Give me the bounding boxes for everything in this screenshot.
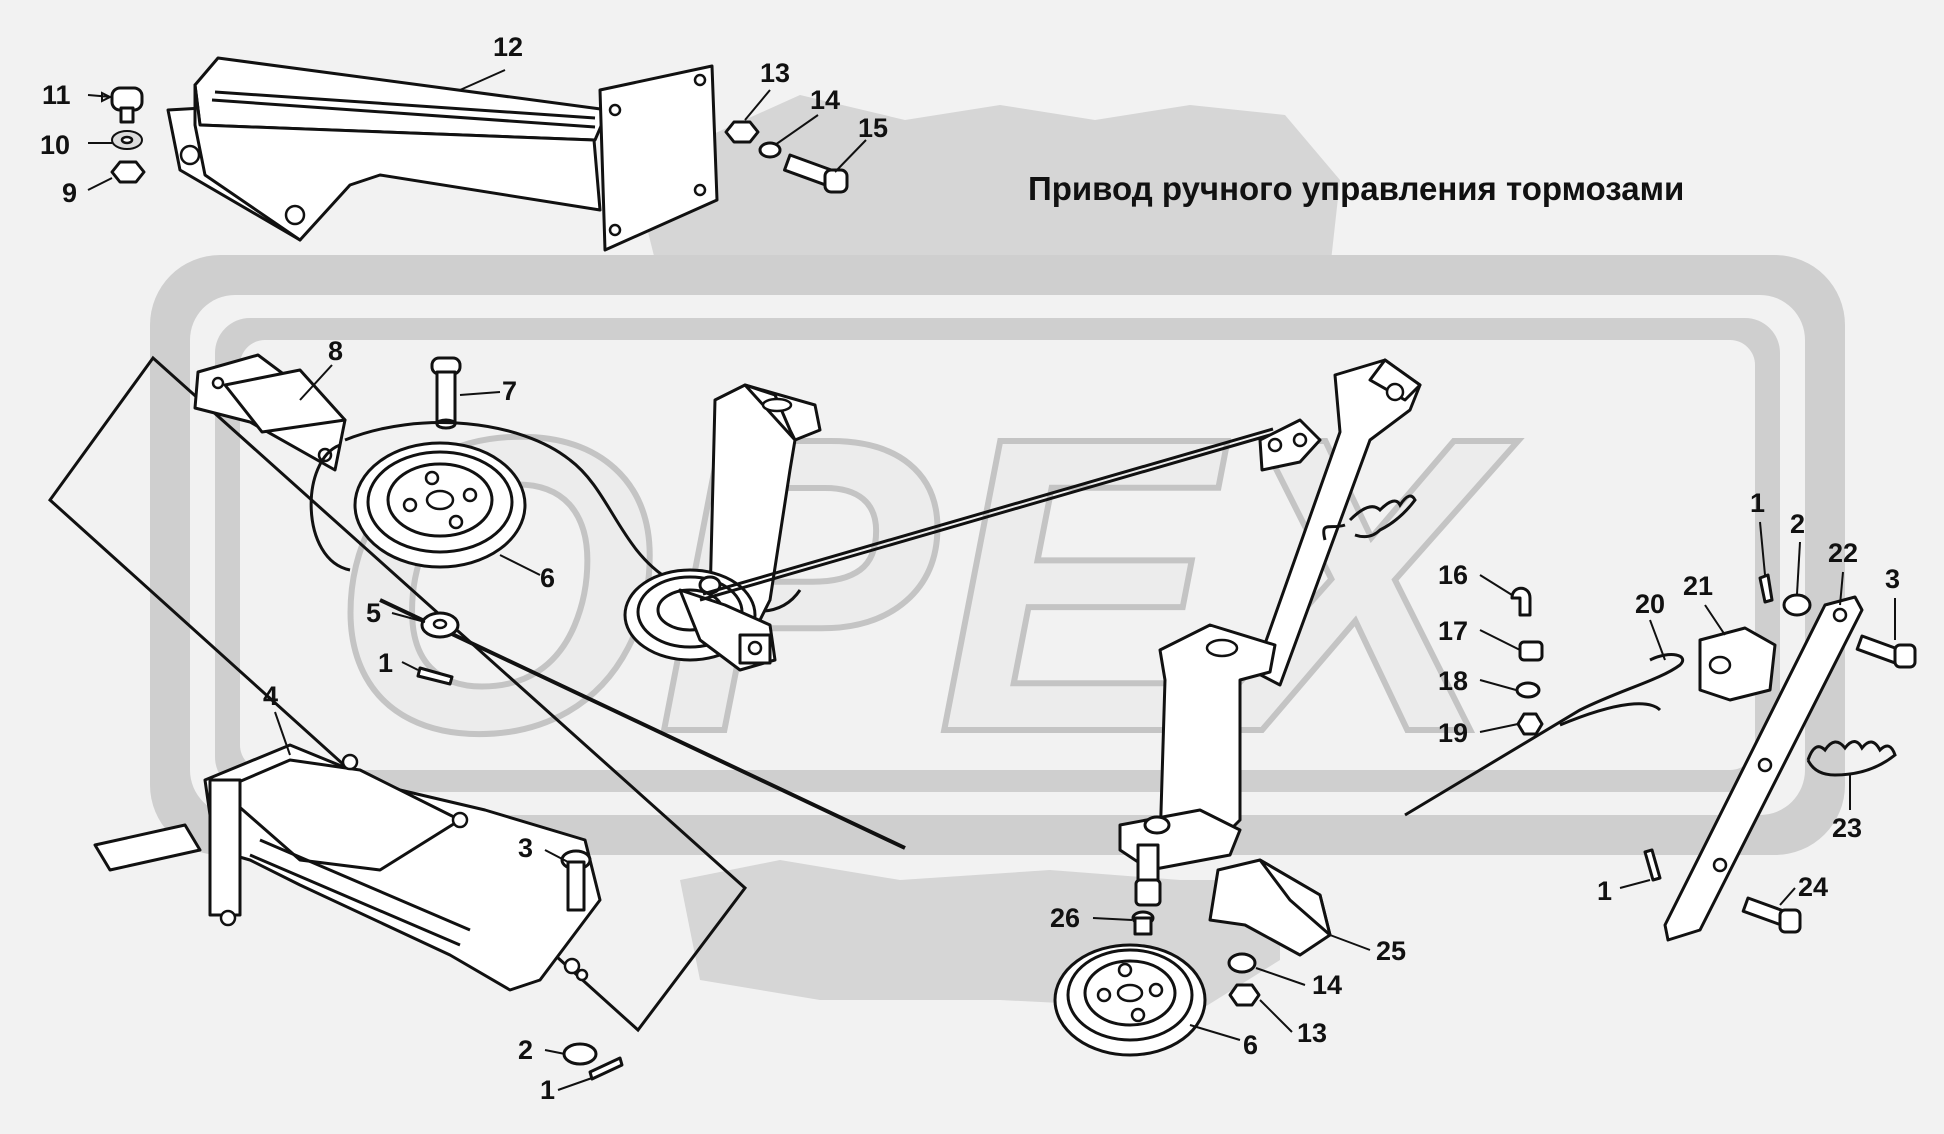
part-1-cotter-pin-lower (588, 1056, 624, 1081)
leader-lines (87, 69, 1896, 1091)
callout-c16: 16 (1438, 560, 1469, 590)
part-22-lever (1663, 595, 1864, 942)
watermark-frame-core (240, 340, 1755, 770)
callout-c11: 11 (42, 80, 71, 110)
callout-c18: 18 (1438, 666, 1469, 696)
part-21-block (1698, 626, 1777, 702)
parts-16-19-cable-clamp (1510, 586, 1544, 736)
part-3-bolt-lower (560, 849, 592, 912)
callout-c10: 10 (40, 130, 71, 160)
callout-c5: 5 (366, 598, 382, 628)
callout-c14a: 14 (810, 85, 841, 115)
callout-c17: 17 (1438, 616, 1469, 646)
callout-c19: 19 (1438, 718, 1469, 748)
callout-c14b: 14 (1312, 970, 1343, 1000)
part-12-bracket (166, 56, 719, 252)
callout-c3b: 3 (1885, 564, 1901, 594)
hand-brake-lever (1253, 358, 1422, 687)
callout-c13b: 13 (1297, 1018, 1328, 1048)
callout-c20: 20 (1635, 589, 1666, 619)
part-24-bolt (1741, 896, 1802, 934)
part-6-pulley-lower (1053, 943, 1207, 1057)
central-bracket (623, 383, 822, 672)
callout-c15: 15 (858, 113, 889, 143)
part-7-pin (430, 356, 462, 430)
part-1-cotter-pin (416, 666, 454, 686)
callout-c2a: 2 (518, 1035, 534, 1065)
parts-9-10-11-fasteners (110, 86, 146, 184)
part-23-spring (1806, 740, 1897, 777)
callout-c3a: 3 (518, 833, 534, 863)
part-1-cotter-pin-bottom-right (1643, 848, 1662, 882)
mounting-plate-outline (47, 355, 748, 1033)
callout-c1a: 1 (378, 648, 394, 678)
callout-c21: 21 (1683, 571, 1714, 601)
brake-cable-diagonal (379, 598, 906, 850)
callout-c2b: 2 (1790, 509, 1806, 539)
callout-c4: 4 (263, 681, 279, 711)
watermark-graphic: OPEX (150, 95, 1845, 1010)
part-14-washer-lower (1227, 952, 1257, 974)
callout-c26: 26 (1050, 903, 1081, 933)
callout-c1c: 1 (1750, 488, 1766, 518)
part-13-nut-lower (1228, 983, 1261, 1007)
callout-c6a: 6 (540, 563, 556, 593)
callout-c6b: 6 (1243, 1030, 1259, 1060)
callout-c23: 23 (1832, 813, 1863, 843)
part-1-cotter-pin-right (1758, 573, 1774, 604)
callout-c1d: 1 (1597, 876, 1613, 906)
part-20-cable-loop (1404, 653, 1684, 817)
part-6-pulley-upper (309, 441, 527, 572)
callout-c1b: 1 (540, 1075, 556, 1105)
part-2-washer-right (1782, 593, 1812, 617)
callout-c9: 9 (62, 178, 78, 208)
callout-c12: 12 (493, 32, 524, 62)
part-3-bolt-right (1855, 634, 1917, 669)
callout-c13a: 13 (760, 58, 791, 88)
callout-c24: 24 (1798, 872, 1829, 902)
part-26-grease-fitting (1131, 910, 1155, 936)
lever-mounting-bracket (1118, 623, 1277, 907)
callout-c8: 8 (328, 336, 344, 366)
callout-c7: 7 (502, 376, 518, 406)
part-2-washer-lower (562, 1042, 598, 1066)
diagram-title: Привод ручного управления тормозами (1028, 170, 1685, 207)
watermark-gear (640, 95, 1340, 300)
watermark-text: OPEX (330, 351, 1519, 820)
callout-c22: 22 (1828, 538, 1859, 568)
part-4-slide-bracket (93, 743, 602, 992)
part-8-bracket (193, 353, 347, 472)
callout-c25: 25 (1376, 936, 1407, 966)
brake-cable-main (699, 433, 1271, 602)
part-25-bracket (1208, 858, 1332, 957)
